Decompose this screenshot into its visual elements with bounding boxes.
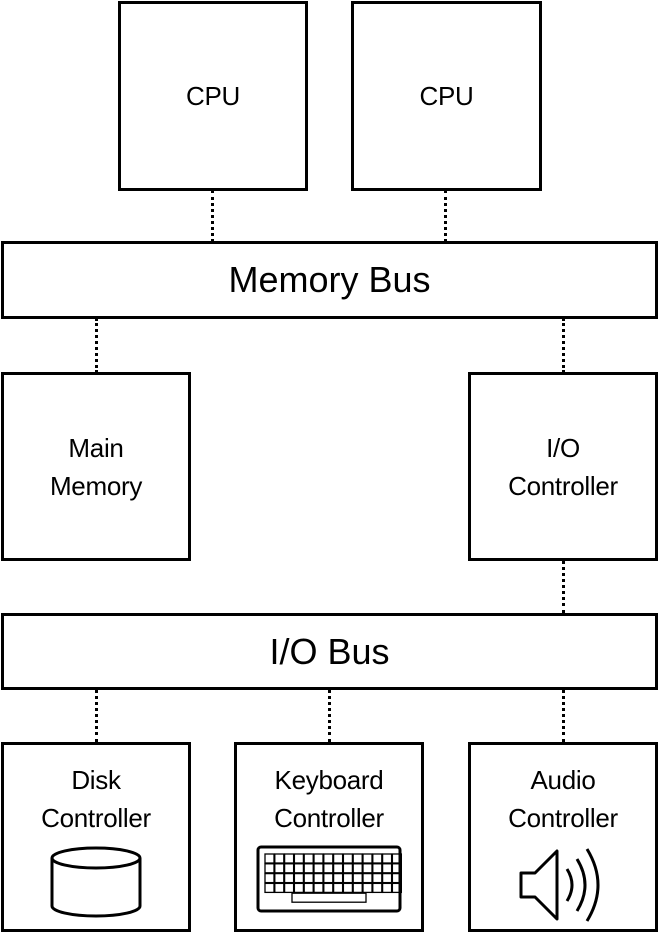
keyboard-key	[293, 863, 305, 874]
keyboard-key	[372, 882, 383, 894]
keyboard-key	[332, 853, 344, 864]
keyboard-key	[274, 882, 285, 894]
memory-bus: Memory Bus	[1, 241, 658, 319]
keyboard-key	[342, 863, 354, 874]
io-bus-label: I/O Bus	[269, 630, 390, 672]
main-memory-label-line-1: Main	[68, 432, 124, 463]
keyboard-key	[274, 863, 285, 874]
keyboard-key	[372, 853, 383, 864]
keyboard-key	[381, 863, 393, 874]
keyboard-key	[313, 863, 324, 874]
keyboard-key	[293, 853, 305, 864]
keyboard-key	[372, 863, 383, 874]
link-io-bus-disk-controller	[95, 689, 98, 743]
keyboard-key	[264, 882, 275, 894]
keyboard-key	[391, 872, 402, 884]
keyboard-key	[283, 863, 295, 874]
disk-controller-label-line-1: Disk	[71, 765, 121, 795]
main-memory-box: Main Memory	[1, 372, 191, 561]
keyboard-key	[274, 853, 285, 864]
keyboard-key	[313, 882, 324, 894]
keyboard-controller-label-line-2: Controller	[274, 803, 384, 833]
keyboard-key	[352, 863, 363, 874]
keyboard-key	[323, 853, 334, 864]
io-controller-box: I/O Controller	[468, 372, 658, 561]
keyboard-key	[323, 872, 334, 884]
keyboard-key	[381, 872, 393, 884]
keyboard-key	[381, 882, 393, 894]
keyboard-key	[372, 872, 383, 884]
audio-controller-label-line-1: Audio	[530, 765, 596, 795]
main-memory-label-line-2: Memory	[49, 470, 143, 501]
keyboard-key	[342, 882, 354, 894]
keyboard-key	[264, 853, 275, 864]
keyboard-key	[303, 872, 314, 884]
keyboard-key	[283, 882, 295, 894]
io-controller-label-line-1: I/O	[546, 432, 580, 463]
keyboard-controller-label-line-1: Keyboard	[274, 765, 384, 795]
keyboard-key	[332, 872, 344, 884]
audio-controller-box: Audio Controller	[468, 742, 658, 932]
cpu-2-label: CPU	[419, 81, 474, 111]
link-io-bus-audio-controller	[562, 689, 565, 743]
speaker-icon	[519, 848, 600, 922]
io-controller-label-line-2: Controller	[508, 470, 618, 501]
link-io-controller-io-bus	[562, 560, 565, 614]
keyboard-key	[381, 853, 393, 864]
keyboard-key	[313, 872, 324, 884]
disk-controller-label-line-2: Controller	[41, 803, 151, 833]
keyboard-key	[362, 853, 373, 864]
link-io-bus-keyboard-controller	[328, 689, 331, 743]
keyboard-key	[323, 863, 334, 874]
cpu-1-label: CPU	[186, 81, 240, 111]
keyboard-key	[303, 863, 314, 874]
keyboard-key	[264, 872, 275, 884]
link-cpu2-memory-bus	[444, 190, 447, 242]
keyboard-key	[313, 853, 324, 864]
disk-controller-box: Disk Controller	[1, 742, 191, 932]
audio-controller-label-line-2: Controller	[508, 803, 618, 833]
keyboard-icon	[256, 845, 402, 913]
link-cpu1-memory-bus	[211, 190, 214, 242]
disk-cylinder-icon	[50, 846, 142, 918]
cpu-box-2: CPU	[351, 1, 542, 191]
link-memory-bus-io-controller	[562, 318, 565, 373]
keyboard-key	[391, 863, 402, 874]
memory-bus-label: Memory Bus	[228, 259, 431, 300]
cpu-box-1: CPU	[118, 1, 308, 191]
keyboard-key	[264, 863, 275, 874]
keyboard-key	[342, 853, 354, 864]
keyboard-key	[362, 872, 373, 884]
keyboard-spacebar	[291, 892, 367, 903]
keyboard-key	[362, 863, 373, 874]
keyboard-key	[323, 882, 334, 894]
keyboard-key	[274, 872, 285, 884]
keyboard-key	[332, 863, 344, 874]
keyboard-key	[303, 882, 314, 894]
keyboard-key	[352, 882, 363, 894]
io-bus: I/O Bus	[1, 613, 658, 690]
keyboard-key	[362, 882, 373, 894]
keyboard-key	[352, 872, 363, 884]
link-memory-bus-main-memory	[95, 318, 98, 373]
keyboard-key	[283, 853, 295, 864]
keyboard-key	[283, 872, 295, 884]
keyboard-key	[293, 872, 305, 884]
keyboard-key	[391, 882, 402, 894]
keyboard-key	[352, 853, 363, 864]
keyboard-key	[342, 872, 354, 884]
keyboard-key	[293, 882, 305, 894]
keyboard-controller-box: Keyboard Controller	[234, 742, 424, 932]
keyboard-key	[303, 853, 314, 864]
keyboard-key	[332, 882, 344, 894]
keyboard-key	[391, 853, 402, 864]
